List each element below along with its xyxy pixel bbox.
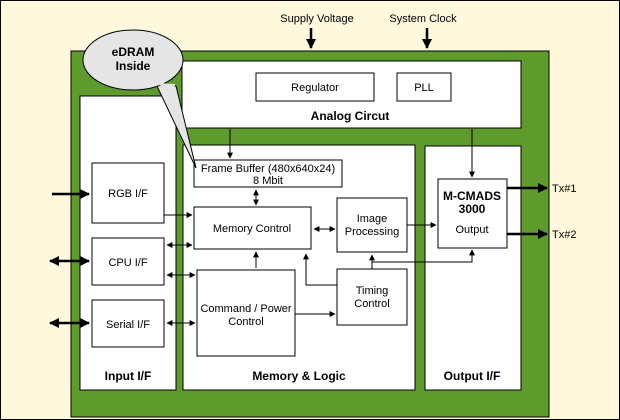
regulator-block: [255, 72, 375, 102]
mcmads-model-label: 3000: [459, 202, 486, 216]
command-power-block: [196, 269, 296, 357]
mcmads-output-label: Output: [455, 224, 488, 236]
edram-callout-label: eDRAM: [112, 45, 155, 59]
frame-buffer-size-label: 8 Mbit: [253, 175, 283, 187]
command-power-label: Command / Power: [200, 303, 291, 315]
memory-logic-title: Memory & Logic: [252, 369, 346, 383]
callout-joint: [155, 83, 176, 86]
supply-voltage-label: Supply Voltage: [280, 13, 353, 25]
pll-block: [396, 72, 452, 102]
rgb-if-block: [91, 162, 165, 224]
timing-to-memory-arrow: [303, 253, 337, 286]
image-processing-label: Image: [357, 213, 388, 225]
tx1-label: Tx#1: [552, 183, 576, 195]
serial-if-block: [91, 299, 165, 348]
analog-circuit-title: Analog Circut: [311, 109, 390, 123]
cpu-if-label: CPU I/F: [108, 257, 147, 269]
timing-control-label-2: Control: [354, 298, 389, 310]
edram-callout-label-2: Inside: [116, 59, 151, 73]
command-power-label-2: Control: [228, 316, 263, 328]
timing-control-label: Timing: [356, 285, 389, 297]
serial-if-label: Serial I/F: [106, 319, 150, 331]
output-if-title: Output I/F: [444, 369, 501, 383]
system-clock-label: System Clock: [389, 13, 457, 25]
memory-control-block: [193, 206, 312, 250]
timing-control-block: [336, 268, 408, 326]
edram-callout: [82, 29, 184, 91]
mcmads-label: M-CMADS: [443, 189, 501, 203]
memory-control-label: Memory Control: [213, 223, 291, 235]
rgb-if-label: RGB I/F: [108, 188, 148, 200]
frame-buffer-block: [193, 159, 343, 188]
image-processing-block: [336, 197, 408, 253]
cpu-if-block: [91, 237, 165, 286]
pll-label: PLL: [414, 82, 434, 94]
tx2-label: Tx#2: [552, 229, 576, 241]
timing-to-mcmads-arrow: [372, 249, 475, 263]
regulator-label: Regulator: [291, 82, 339, 94]
image-processing-label-2: Processing: [345, 226, 399, 238]
mcmads-block: [437, 178, 508, 249]
frame-buffer-label: Frame Buffer (480x640x24): [201, 163, 335, 175]
input-if-title: Input I/F: [105, 369, 152, 383]
